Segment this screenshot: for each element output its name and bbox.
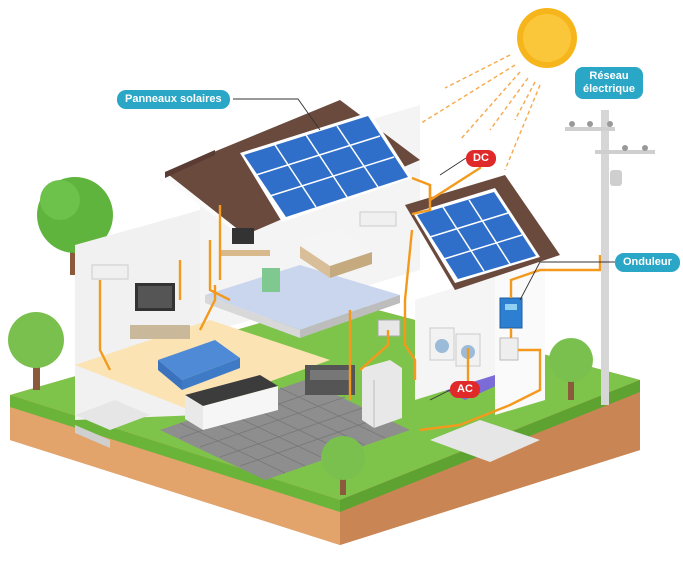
steps — [75, 400, 150, 448]
solar-panel-icon — [413, 188, 540, 283]
inverter-icon — [499, 297, 523, 361]
tree-icon — [549, 338, 593, 400]
bed-icon — [298, 228, 372, 278]
tree-icon — [321, 436, 365, 495]
utility-pole-icon — [565, 110, 655, 405]
bedroom-floor — [205, 265, 400, 330]
tree-icon — [37, 177, 113, 275]
chair — [262, 268, 280, 292]
sun-icon — [517, 8, 577, 68]
solar-panels-label: Panneaux solaires — [117, 90, 230, 109]
sofa-icon — [158, 340, 240, 390]
tv-stand — [130, 325, 190, 339]
fridge-icon — [362, 360, 402, 428]
inverter-label: Onduleur — [615, 253, 680, 272]
kitchen-counter — [185, 375, 278, 430]
kitchen-floor — [160, 380, 410, 480]
leader-lines — [233, 98, 615, 401]
tree-icon — [8, 312, 64, 390]
ac-unit-lower — [91, 264, 129, 280]
tv-icon — [135, 283, 175, 311]
wiring — [98, 165, 602, 432]
ac-label: AC — [450, 381, 480, 398]
desk — [220, 228, 270, 256]
sun-rays — [409, 54, 541, 171]
washing-machine-icon — [429, 327, 481, 367]
grid-label-line2: électrique — [583, 83, 635, 95]
utility-wall — [415, 275, 495, 400]
grid-label: Réseau électrique — [575, 67, 643, 99]
ac-unit-upper — [359, 211, 397, 227]
dc-label: DC — [466, 150, 496, 167]
stove — [305, 365, 355, 395]
grid-label-line1: Réseau — [589, 70, 629, 82]
solar-panel-icon — [240, 112, 412, 222]
